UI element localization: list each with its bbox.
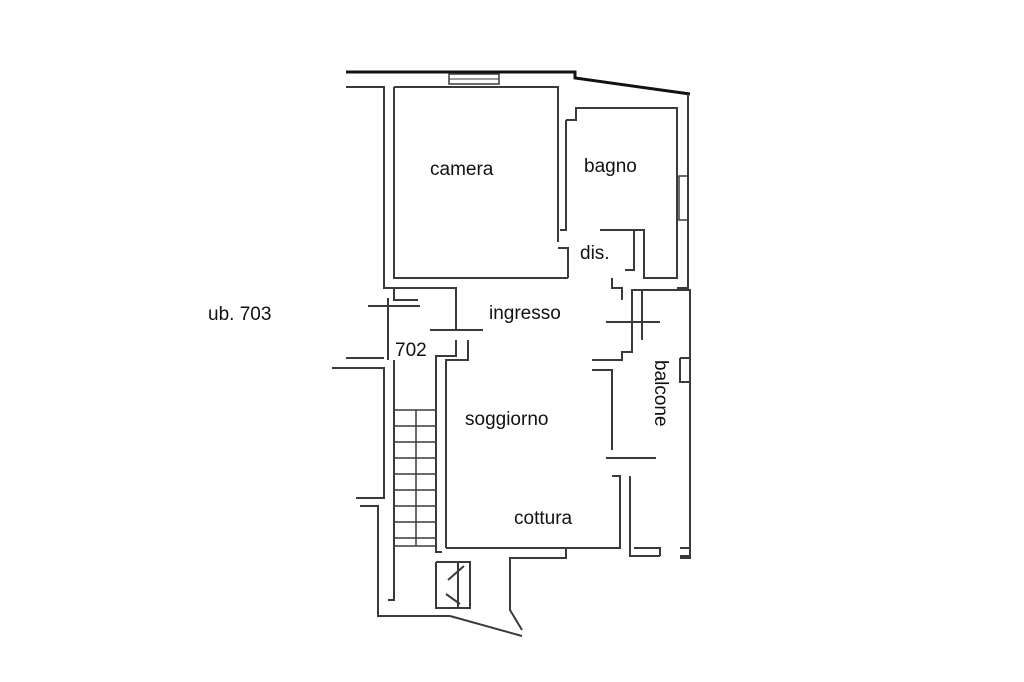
room-label-ingresso: ingresso	[489, 303, 561, 324]
lower-stair	[435, 561, 471, 609]
camera-wall	[394, 86, 559, 242]
camera-outer-wall	[346, 86, 457, 305]
room-label-balcone: balcone	[650, 360, 671, 427]
subunit-label-702: 702	[395, 340, 427, 361]
room-label-camera: camera	[430, 159, 494, 180]
balcone-wall	[679, 357, 691, 383]
top-external-wall	[346, 70, 691, 96]
room-label-soggiorno: soggiorno	[465, 409, 549, 430]
bagno-wall	[560, 120, 567, 231]
dis-wall	[625, 230, 635, 271]
room-label-dis: dis.	[580, 243, 610, 264]
room-label-cottura: cottura	[514, 508, 573, 529]
bagno-window	[678, 175, 689, 221]
soggiorno-wall	[446, 547, 567, 631]
sub-702-wall	[393, 288, 418, 301]
room-label-bagno: bagno	[584, 156, 637, 177]
subunit-label-703: ub. 703	[208, 304, 272, 325]
staircase	[393, 409, 437, 547]
walls	[332, 70, 691, 637]
